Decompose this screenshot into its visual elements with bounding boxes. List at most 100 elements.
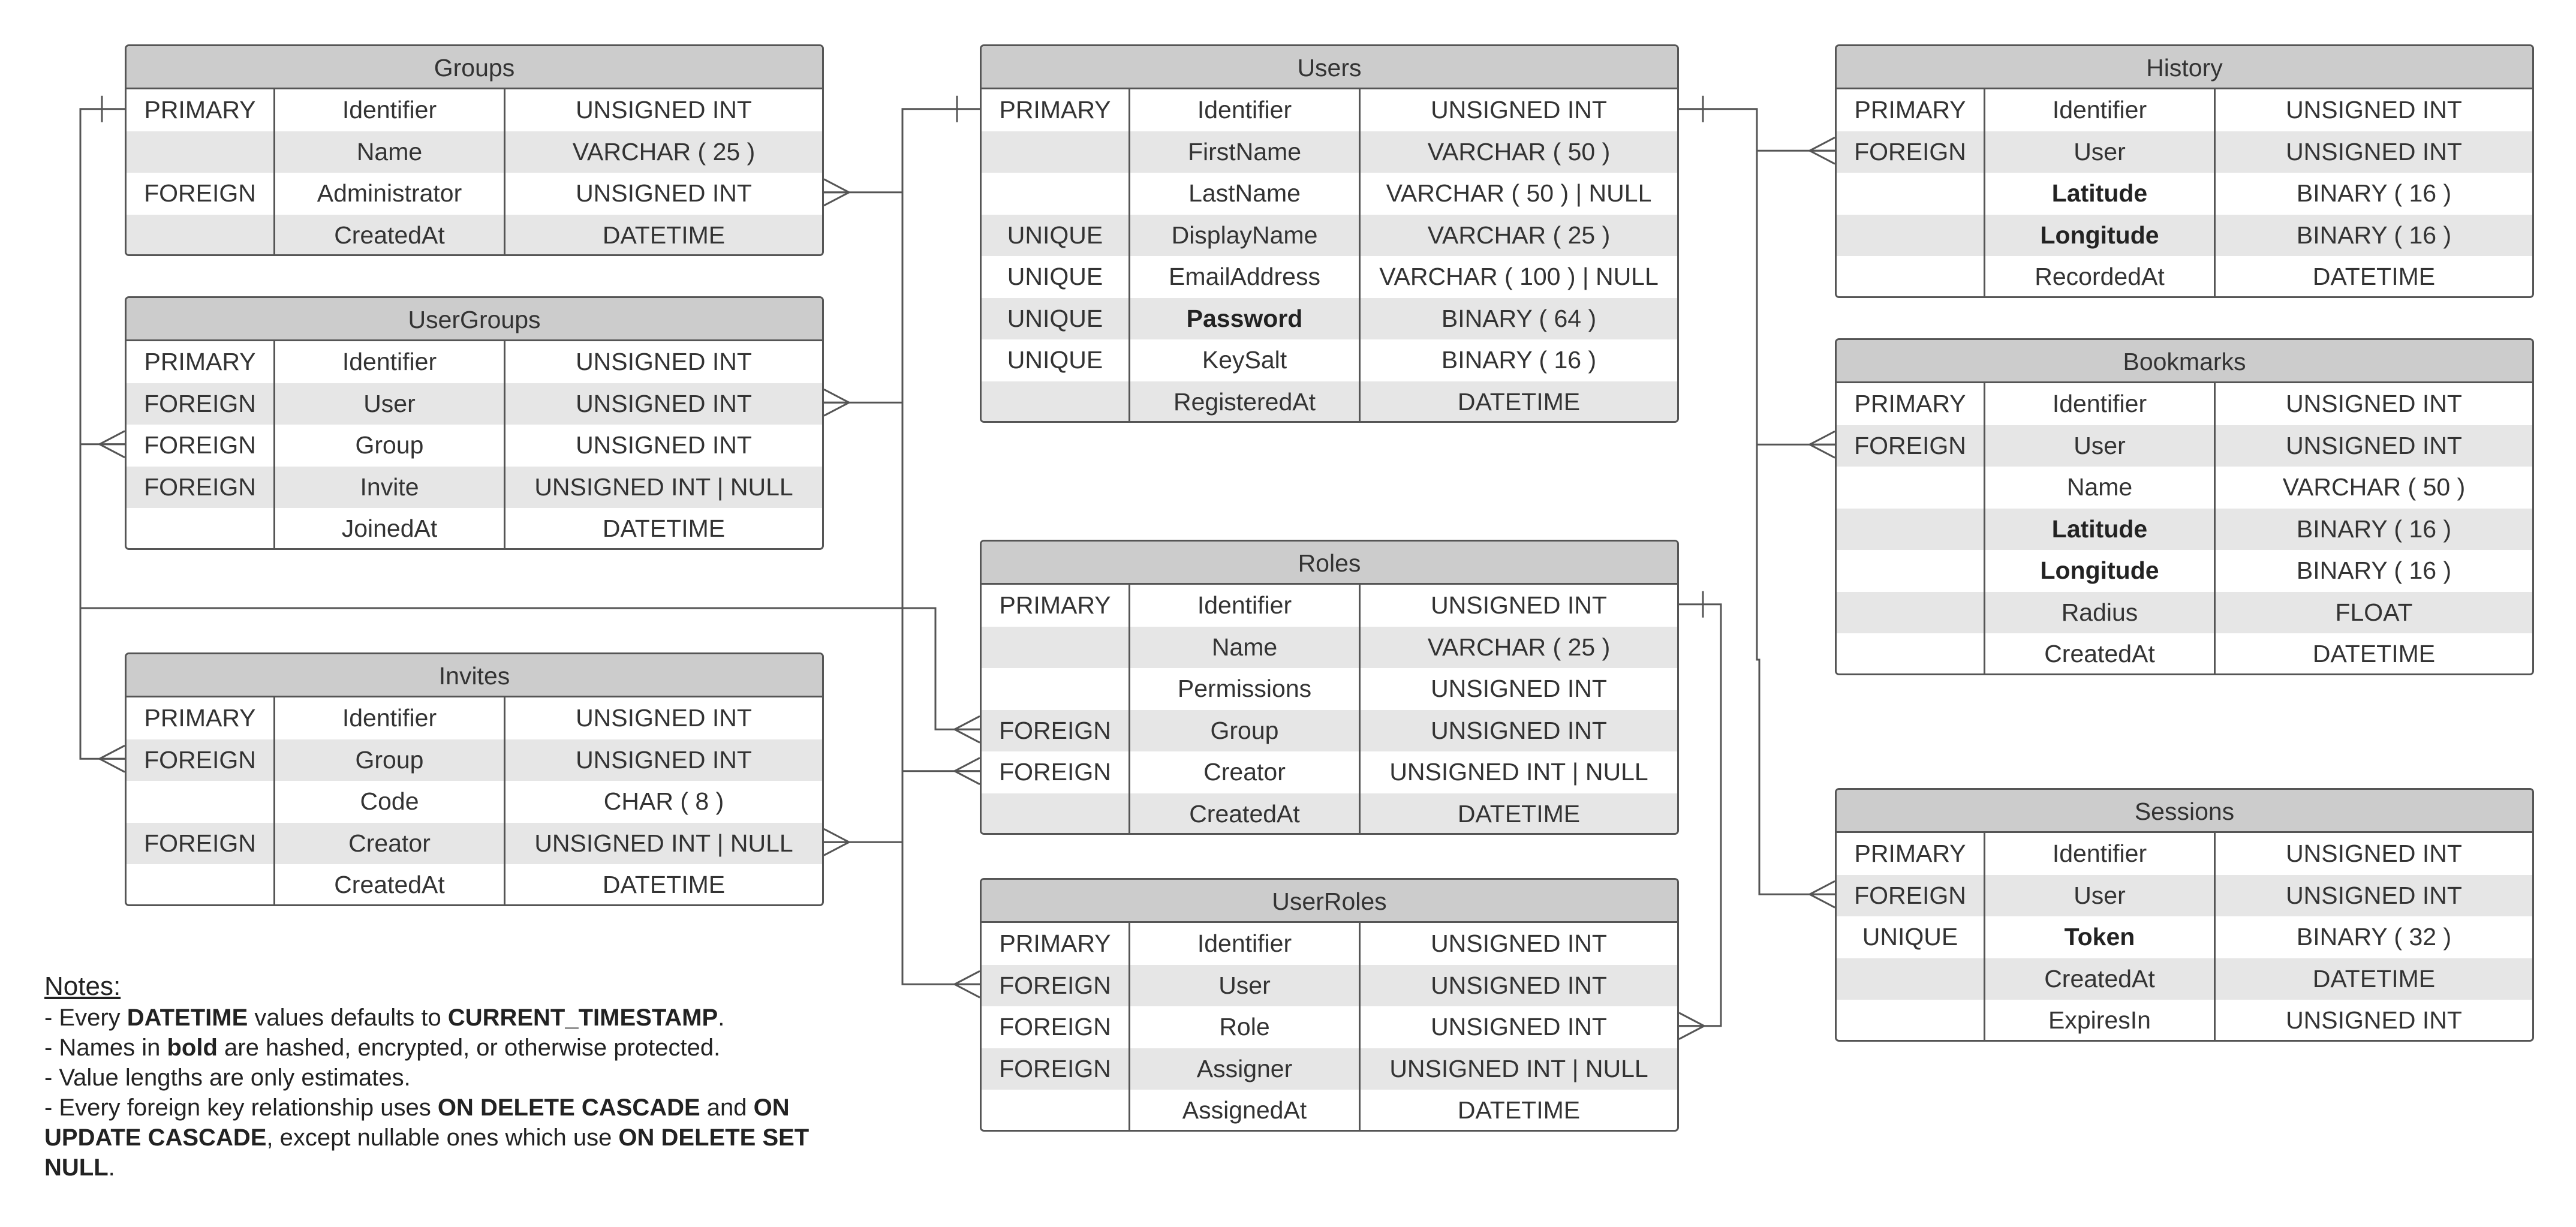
column-name-cell: Creator [1130, 751, 1361, 793]
column-type-cell: UNSIGNED INT [576, 704, 752, 732]
key-constraint-cell [1837, 214, 1985, 256]
key-constraint-cell [1837, 1000, 1985, 1040]
column-type-cell: UNSIGNED INT [1431, 1013, 1607, 1040]
column-type-cell: VARCHAR ( 50 ) [1427, 137, 1611, 166]
column-type-cell: UNSIGNED INT [2286, 137, 2462, 166]
column-name-cell: Name [1130, 626, 1361, 668]
many-cardinality-marker [99, 744, 125, 773]
note-text: - Names in [44, 1034, 167, 1061]
column-name-cell: Longitude [1985, 550, 2216, 592]
column-type-cell: UNSIGNED INT [1431, 716, 1607, 744]
key-constraint-cell: UNIQUE [982, 339, 1130, 381]
many-cardinality-marker [1809, 136, 1835, 165]
column-type-cell: UNSIGNED INT [2286, 840, 2462, 867]
key-constraint-cell [982, 793, 1130, 833]
column-name-cell: Latitude [1985, 508, 2216, 550]
column-type-cell: UNSIGNED INT | NULL [1389, 1054, 1648, 1082]
column-type-cell: VARCHAR ( 50 ) | NULL [1386, 179, 1652, 207]
key-constraint-cell [1837, 173, 1985, 215]
column-type-cell: DATETIME [602, 221, 726, 249]
column-name-cell: CreatedAt [1985, 633, 2216, 673]
note-emphasis: ON DELETE CASCADE [437, 1094, 700, 1121]
key-constraint-cell: FOREIGN [127, 173, 275, 215]
table-title: Groups [127, 46, 822, 89]
column-name-cell: Role [1130, 1006, 1361, 1048]
table-title: Bookmarks [1837, 340, 2532, 383]
column-type-cell: UNSIGNED INT [1431, 591, 1607, 619]
table-row-code: Code CHAR ( 8 ) [127, 781, 822, 823]
connector-users-to-bookmarks [1679, 108, 1835, 446]
notes-panel: Notes: - Every DATETIME values defaults … [44, 972, 836, 1183]
note-text: values defaults to [248, 1005, 448, 1031]
note-item: - Every DATETIME values defaults to CURR… [44, 1003, 836, 1033]
column-type-cell: UNSIGNED INT [2286, 1006, 2462, 1034]
note-emphasis: ON DELETE SET NULL [44, 1124, 809, 1181]
key-constraint-cell [1837, 591, 1985, 633]
table-title: UserRoles [982, 880, 1677, 923]
column-name-cell: ExpiresIn [1985, 1000, 2216, 1040]
key-constraint-cell [127, 131, 275, 173]
column-type-cell: DATETIME [2312, 263, 2436, 290]
column-name-cell: Group [1130, 709, 1361, 751]
column-name-cell: CreatedAt [1985, 958, 2216, 1000]
key-constraint-cell [127, 864, 275, 904]
column-name-cell: Creator [275, 822, 505, 864]
key-constraint-cell: FOREIGN [1837, 874, 1985, 916]
key-constraint-cell: PRIMARY [982, 89, 1130, 131]
column-name-cell: EmailAddress [1130, 256, 1361, 298]
key-constraint-cell [127, 508, 275, 548]
connector-groups-to-invites [79, 108, 125, 760]
key-constraint-cell [1837, 633, 1985, 673]
note-emphasis: bold [167, 1034, 218, 1061]
column-name-cell: KeySalt [1130, 339, 1361, 381]
key-constraint-cell: UNIQUE [982, 256, 1130, 298]
key-constraint-cell: FOREIGN [127, 466, 275, 508]
column-type-cell: UNSIGNED INT [576, 389, 752, 417]
column-type-cell: UNSIGNED INT [576, 745, 752, 774]
column-type-cell: UNSIGNED INT [2286, 431, 2462, 459]
column-type-cell: DATETIME [602, 515, 726, 542]
connector-users-to-userroles [901, 108, 980, 985]
many-cardinality-marker [823, 828, 850, 856]
key-constraint-cell [1837, 467, 1985, 509]
column-name-cell: AssignedAt [1130, 1090, 1361, 1130]
connector-roles-to-userroles [1679, 603, 1722, 1027]
note-emphasis: CURRENT_TIMESTAMP [447, 1005, 718, 1031]
column-type-cell: CHAR ( 8 ) [603, 787, 724, 815]
many-cardinality-marker [1678, 1012, 1705, 1040]
key-constraint-cell: PRIMARY [127, 341, 275, 383]
column-name-cell: Code [275, 781, 505, 823]
key-constraint-cell [982, 668, 1130, 710]
column-type-cell: VARCHAR ( 25 ) [1427, 221, 1611, 249]
column-name-cell: Group [275, 425, 505, 467]
column-type-cell: UNSIGNED INT [2286, 881, 2462, 909]
column-type-cell: UNSIGNED INT [1431, 96, 1607, 124]
many-cardinality-marker [823, 178, 850, 207]
column-type-cell: DATETIME [2312, 964, 2436, 993]
note-text: . [108, 1154, 115, 1181]
key-constraint-cell: FOREIGN [127, 383, 275, 425]
table-row-expiresin: ExpiresIn UNSIGNED INT [1837, 1000, 2532, 1040]
key-constraint-cell: PRIMARY [982, 585, 1130, 627]
note-text: and [700, 1094, 754, 1121]
column-type-cell: BINARY ( 32 ) [2296, 923, 2452, 951]
